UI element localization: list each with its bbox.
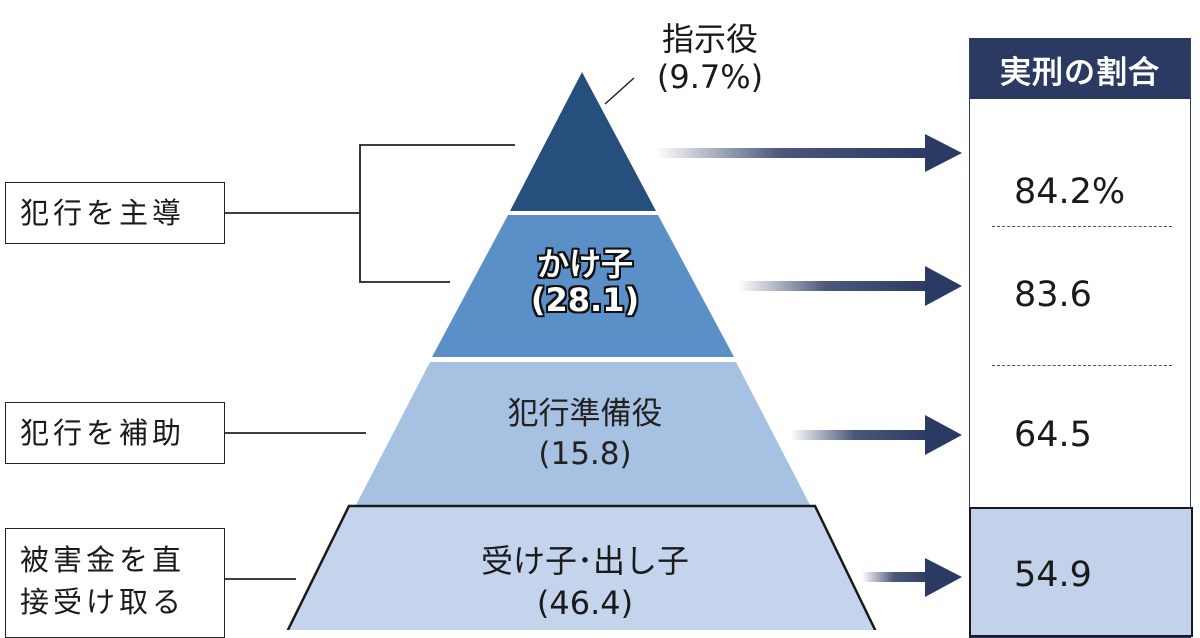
side-label-receive-line2: 接受け取る	[20, 585, 186, 619]
top-label-leader	[604, 77, 635, 105]
tier-caller-name: かけ子	[536, 245, 633, 283]
rate-receiver-cell: 54.9	[969, 507, 1193, 637]
tier-caller-share: (28.1)	[530, 281, 640, 319]
rate-preparer: 64.5	[1014, 415, 1092, 455]
panel-title: 実刑の割合	[970, 39, 1190, 99]
top-tier-label: 指示役 (9.7%)	[620, 20, 800, 96]
rate-receiver: 54.9	[1014, 555, 1092, 595]
tier-preparer-share: (15.8)	[538, 436, 632, 472]
side-label-assist-text: 犯行を補助	[20, 416, 186, 450]
tier-receiver-name: 受け子･出し子	[480, 542, 689, 580]
divider-1	[992, 226, 1172, 227]
arrow-1	[655, 134, 962, 172]
arrow-3	[790, 415, 962, 455]
side-label-assist: 犯行を補助	[5, 402, 225, 464]
tier-caller-label: かけ子 (28.1)	[470, 246, 700, 318]
rate-caller: 83.6	[1014, 275, 1092, 315]
tier-receiver	[286, 504, 877, 630]
divider-2	[992, 365, 1172, 366]
tier-receiver-label: 受け子･出し子 (46.4)	[410, 540, 760, 624]
top-tier-name: 指示役	[661, 20, 758, 58]
tier-caller	[432, 215, 734, 357]
rate-instructor: 84.2%	[1014, 172, 1126, 212]
tier-preparer-name: 犯行準備役	[507, 396, 663, 432]
top-tier-share: (9.7%)	[656, 58, 764, 96]
tier-preparer	[356, 362, 810, 505]
side-label-lead-text: 犯行を主導	[20, 196, 186, 230]
tier-preparer-label: 犯行準備役 (15.8)	[440, 394, 730, 474]
tier-instructor	[510, 72, 656, 211]
tier-receiver-share: (46.4)	[536, 584, 634, 622]
arrow-4	[862, 558, 962, 597]
side-label-lead: 犯行を主導	[5, 182, 225, 244]
side-label-receive-line1: 被害金を直	[20, 543, 186, 577]
arrow-2	[738, 266, 962, 306]
side-label-receive: 被害金を直 接受け取る	[5, 528, 225, 638]
